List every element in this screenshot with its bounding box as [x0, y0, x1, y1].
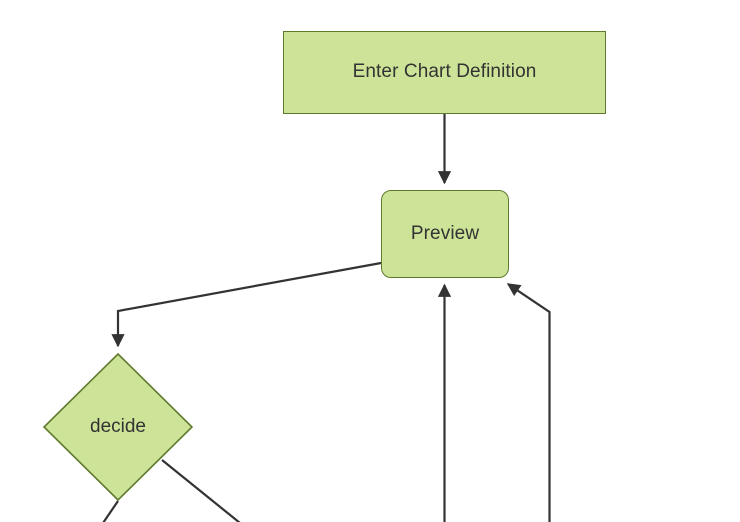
node-enter-chart-definition[interactable]: Enter Chart Definition — [283, 31, 606, 114]
node-preview[interactable]: Preview — [381, 190, 509, 278]
decide-diamond-shape — [43, 353, 193, 501]
edge-return-right-to-preview — [506, 283, 551, 522]
edge-decide-branch-right — [161, 459, 241, 522]
node-label-preview: Preview — [410, 222, 480, 244]
node-decide[interactable]: decide — [43, 353, 193, 501]
node-label-enter-chart-definition: Enter Chart Definition — [352, 61, 537, 83]
edge-preview-to-decide — [111, 261, 382, 348]
edge-decide-branch-left — [102, 500, 119, 522]
